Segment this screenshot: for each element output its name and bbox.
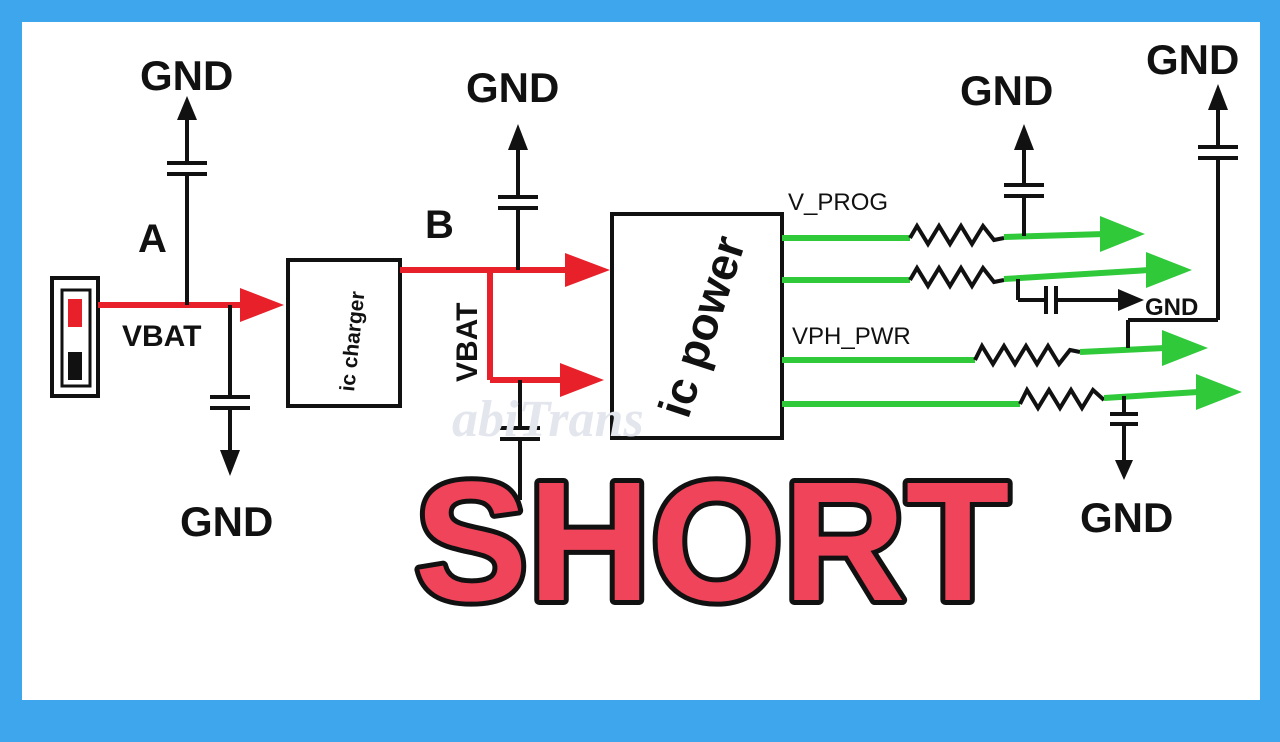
far-right-capacitor <box>1126 84 1238 348</box>
node-b-top-capacitor <box>498 124 538 270</box>
output-line-4 <box>782 374 1242 412</box>
diagram-frame: GND A VBAT GND ic charger <box>22 22 1260 700</box>
node-a-top-capacitor <box>167 96 207 305</box>
battery-connector <box>50 276 100 398</box>
node-b-label: B <box>425 203 454 247</box>
gnd-label-right-1: GND <box>960 67 1053 114</box>
gnd-label-b-top: GND <box>466 64 559 111</box>
ic-charger-block: ic charger <box>286 258 402 408</box>
v-prog-label: V_PROG <box>788 189 888 216</box>
overlay-title-short: SHORT <box>415 447 1010 637</box>
output-line-1 <box>782 216 1145 252</box>
gnd-label-a-bottom: GND <box>180 498 273 545</box>
gnd-label-line-2: GND <box>1145 294 1198 321</box>
gnd-label-right-3: GND <box>1080 494 1173 541</box>
vbat-label-a: VBAT <box>122 320 201 353</box>
node-b-bottom-capacitor <box>500 380 540 500</box>
node-a-bottom-capacitor <box>210 305 250 476</box>
vph-pwr-label: VPH_PWR <box>792 323 911 350</box>
watermark-text: abiTrans <box>452 391 644 448</box>
output-line-3 <box>782 330 1208 368</box>
v-prog-capacitor <box>1004 124 1044 236</box>
gnd-label-a-top: GND <box>140 52 233 99</box>
output-line-2 <box>782 252 1192 290</box>
line-4-capacitor <box>1110 396 1138 480</box>
vbat-label-b: VBAT <box>451 303 484 382</box>
ic-power-block: ic power <box>610 212 784 440</box>
vbat-line-a <box>98 288 284 322</box>
line-2-capacitor <box>1016 279 1144 314</box>
gnd-label-right-2: GND <box>1146 36 1239 83</box>
vbat-line-b <box>400 253 610 397</box>
circuit-schematic: GND A VBAT GND ic charger <box>50 36 1242 642</box>
node-a-label: A <box>138 217 167 261</box>
